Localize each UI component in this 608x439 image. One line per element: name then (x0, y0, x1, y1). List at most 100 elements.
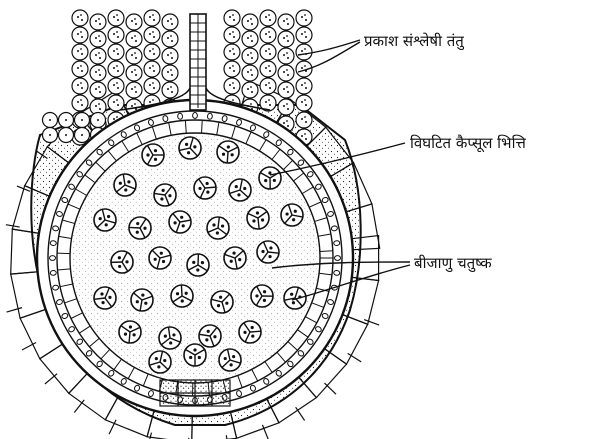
filament-cell (278, 82, 294, 98)
spore-tetrad (194, 177, 216, 199)
filament-cell (72, 78, 88, 94)
spore-tetrad (142, 144, 164, 166)
filament-cell (296, 44, 312, 60)
spore-tetrad (184, 344, 206, 366)
filament-cell (126, 48, 142, 64)
filament-cell (242, 31, 258, 47)
filament-cell (91, 113, 106, 128)
spore-tetrad (131, 289, 153, 311)
filament-cell (108, 44, 124, 60)
filament-cell (90, 65, 106, 81)
spore-tetrad (247, 207, 269, 229)
spore-tetrad (239, 321, 261, 343)
filament-cell (162, 65, 178, 81)
spore-tetrad (94, 209, 116, 231)
spore-tetrad (251, 285, 273, 307)
filament-cell (126, 14, 142, 30)
filament-cell (144, 44, 160, 60)
filament-cell (260, 78, 276, 94)
spore-tetrad (114, 174, 136, 196)
filament-cell (72, 10, 88, 26)
filament-cell (90, 82, 106, 98)
spore-tetrad (229, 179, 251, 201)
label-spore-tetrads: बीजाणु चतुष्क (414, 254, 492, 273)
filament-cell (108, 61, 124, 77)
spore-tetrad (171, 285, 193, 307)
filament-cell (224, 44, 240, 60)
filament-cell (278, 65, 294, 81)
filament-cell (90, 31, 106, 47)
spore-tetrad (154, 184, 176, 206)
filament-cell (162, 14, 178, 30)
filament-cell (162, 82, 178, 98)
filament-cell (108, 27, 124, 43)
spore-tetrad (259, 167, 281, 189)
spore-tetrad (217, 141, 239, 163)
spore-tetrad (281, 204, 303, 226)
spore-tetrad (119, 321, 141, 343)
spore-tetrad (257, 241, 279, 263)
filament-cell (126, 65, 142, 81)
spore-tetrad (94, 287, 116, 309)
spore-tetrad (149, 247, 171, 269)
filament-cell (43, 128, 58, 143)
filament-cell (242, 82, 258, 98)
filament-cell (260, 61, 276, 77)
spore-tetrad (111, 251, 133, 273)
filament-cell (90, 48, 106, 64)
filament-cell (278, 48, 294, 64)
filament-cell (260, 44, 276, 60)
label-photosynthetic-filaments: प्रकाश संश्लेषी तंतु (364, 32, 465, 51)
spore-tetrad (224, 247, 246, 269)
filament-cell (242, 48, 258, 64)
filament-cell (72, 27, 88, 43)
spore-tetrad (207, 217, 229, 239)
filament-cell (108, 10, 124, 26)
filament-cell (72, 61, 88, 77)
filament-cell (75, 113, 90, 128)
filament-cell (260, 27, 276, 43)
filament-cell (75, 128, 90, 143)
filament-cell (278, 14, 294, 30)
spore-tetrad (129, 217, 151, 239)
filament-cell (72, 44, 88, 60)
filament-cell (126, 82, 142, 98)
filament-cell (296, 112, 312, 128)
filament-cell (224, 78, 240, 94)
filament-cell (59, 113, 74, 128)
spore-tetrad (179, 137, 201, 159)
filament-cell (59, 128, 74, 143)
spore-tetrad (159, 327, 181, 349)
filament-cell (162, 31, 178, 47)
spore-tetrad (219, 349, 241, 371)
filament-cell (144, 10, 160, 26)
filament-cell (72, 95, 88, 111)
filament-cell (242, 65, 258, 81)
filament-cell (108, 95, 124, 111)
filament-cell (108, 78, 124, 94)
spore-tetrad (284, 287, 306, 309)
spore-tetrad (187, 254, 209, 276)
filament-cell (278, 31, 294, 47)
filament-cell (126, 31, 142, 47)
filament-cell (242, 14, 258, 30)
filament-cell (296, 78, 312, 94)
filament-cell (224, 10, 240, 26)
filament-cell (296, 95, 312, 111)
capsule-foot (160, 380, 230, 406)
filament-cell (162, 48, 178, 64)
spore-tetrad (169, 211, 191, 233)
filament-cell (278, 99, 294, 115)
filament-cell (90, 14, 106, 30)
spore-tetrad (149, 351, 171, 373)
spore-tetrad (211, 291, 233, 313)
filament-cell (224, 27, 240, 43)
filament-cell (144, 27, 160, 43)
spore-tetrad (199, 325, 221, 347)
filament-cell (43, 113, 58, 128)
label-capsule-wall: विघटित कैप्सूल भित्ति (410, 134, 526, 153)
filament-cell (296, 27, 312, 43)
filament-cell (144, 78, 160, 94)
filament-cell (296, 10, 312, 26)
